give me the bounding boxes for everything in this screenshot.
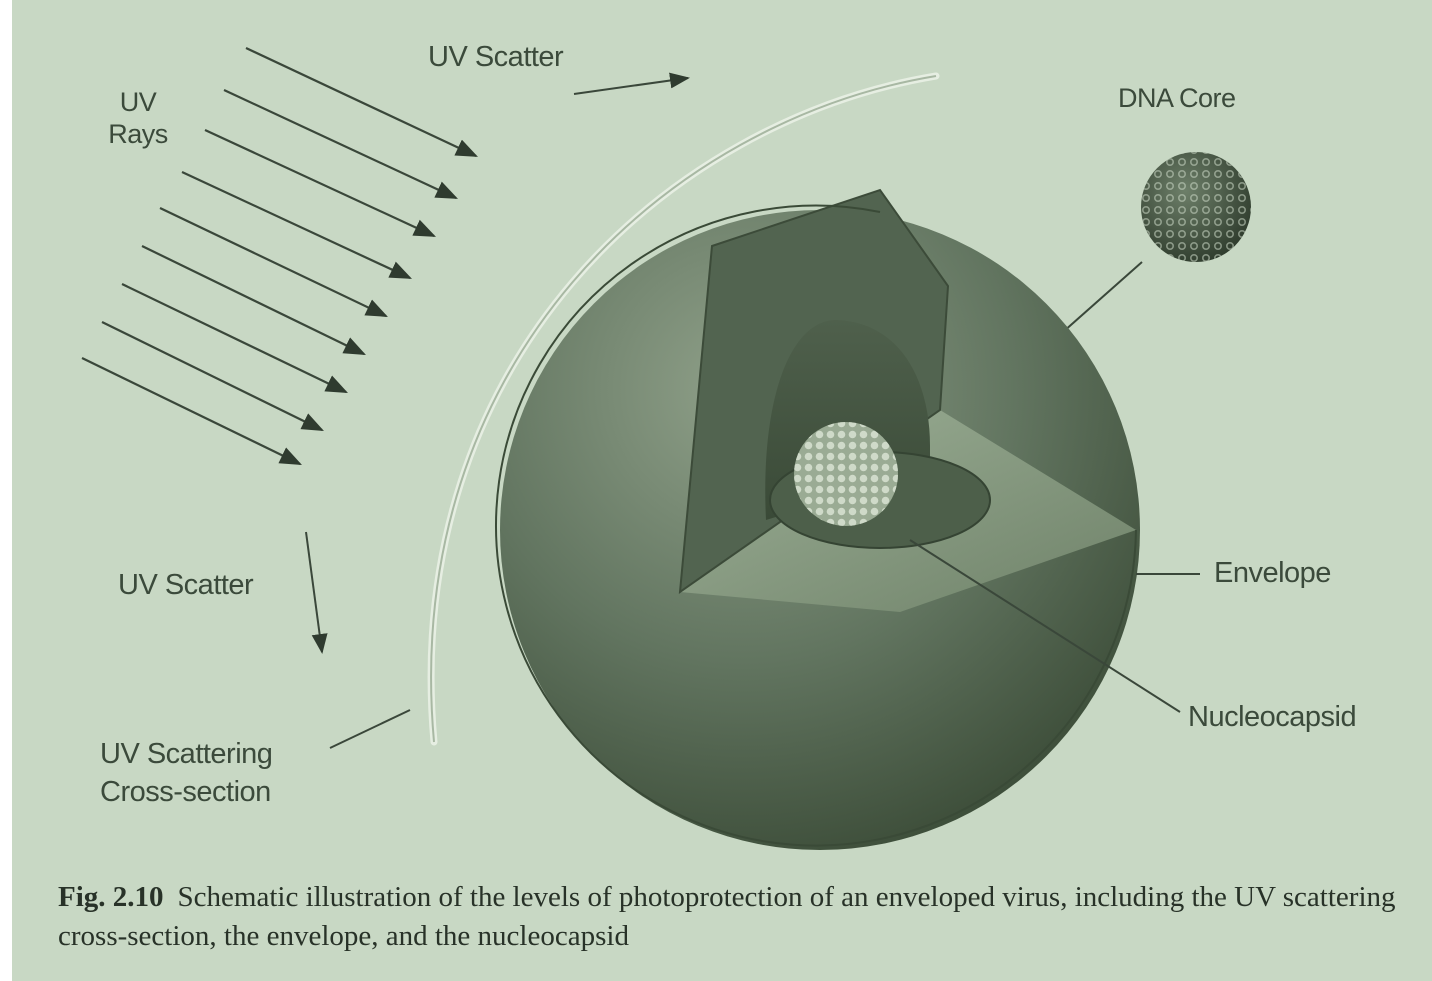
dna-core-label: DNA Core <box>1118 82 1236 114</box>
caption-text: Schematic illustration of the levels of … <box>58 881 1396 952</box>
uv-cross-section-label: UV Scattering Cross-section <box>100 736 272 811</box>
core-particle <box>794 422 898 526</box>
uv-scatter-left-label: UV Scatter <box>118 568 253 603</box>
figure-number: Fig. 2.10 <box>58 881 164 913</box>
nucleocapsid-label: Nucleocapsid <box>1188 700 1356 735</box>
uv-rays-label: UV Rays <box>96 86 180 151</box>
uv-scatter-top-label: UV Scatter <box>428 40 563 75</box>
dna-core-inset <box>1141 152 1251 262</box>
envelope-label: Envelope <box>1214 556 1331 591</box>
